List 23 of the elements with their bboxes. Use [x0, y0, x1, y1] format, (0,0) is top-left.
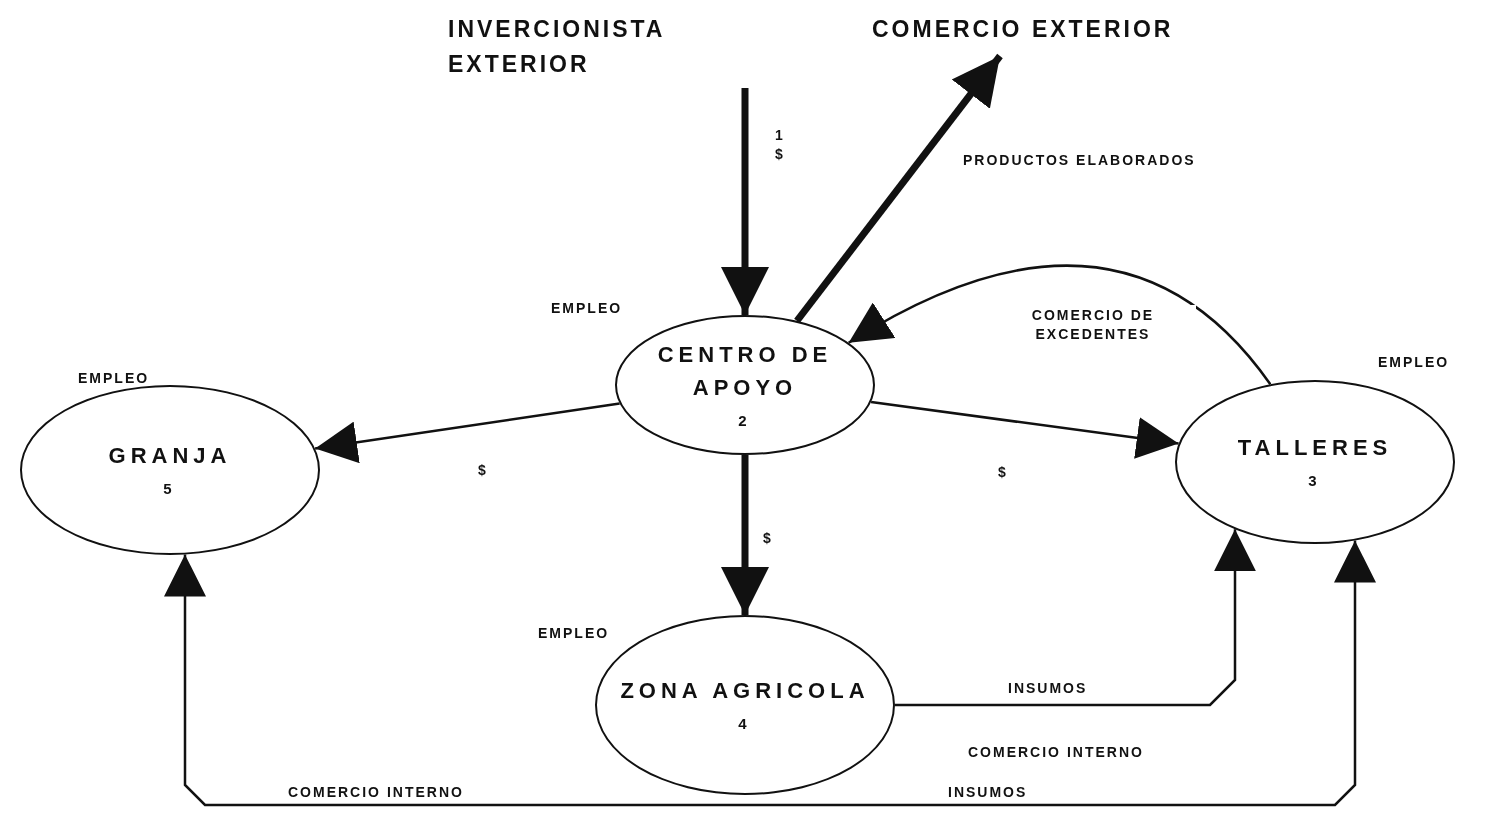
node-title: ZONA AGRICOLA — [620, 677, 870, 706]
arrow — [794, 53, 1003, 323]
entity-label: INVERCIONISTA EXTERIOR — [448, 15, 666, 79]
arrow — [870, 400, 1179, 459]
node-number: 2 — [738, 410, 752, 431]
arrow — [895, 529, 1256, 707]
arrow — [314, 402, 620, 464]
entity-label: COMERCIO EXTERIOR — [872, 15, 1174, 44]
arrow — [164, 540, 1376, 807]
side-label: EMPLEO — [1377, 353, 1451, 372]
node-number: 3 — [1308, 471, 1322, 492]
node-title: TALLERES — [1237, 434, 1393, 463]
side-label: EMPLEO — [77, 369, 151, 388]
side-label: EMPLEO — [550, 299, 624, 318]
process-ellipse — [20, 385, 320, 555]
side-label: EMPLEO — [537, 624, 611, 643]
process-ellipse — [1175, 380, 1455, 544]
process-ellipse — [615, 315, 875, 455]
arrow — [848, 264, 1272, 386]
node-number: 4 — [738, 714, 752, 735]
node-title: CENTRO DE APOYO — [656, 340, 834, 402]
node-number: 5 — [163, 479, 177, 500]
node-title: GRANJA — [108, 442, 232, 471]
